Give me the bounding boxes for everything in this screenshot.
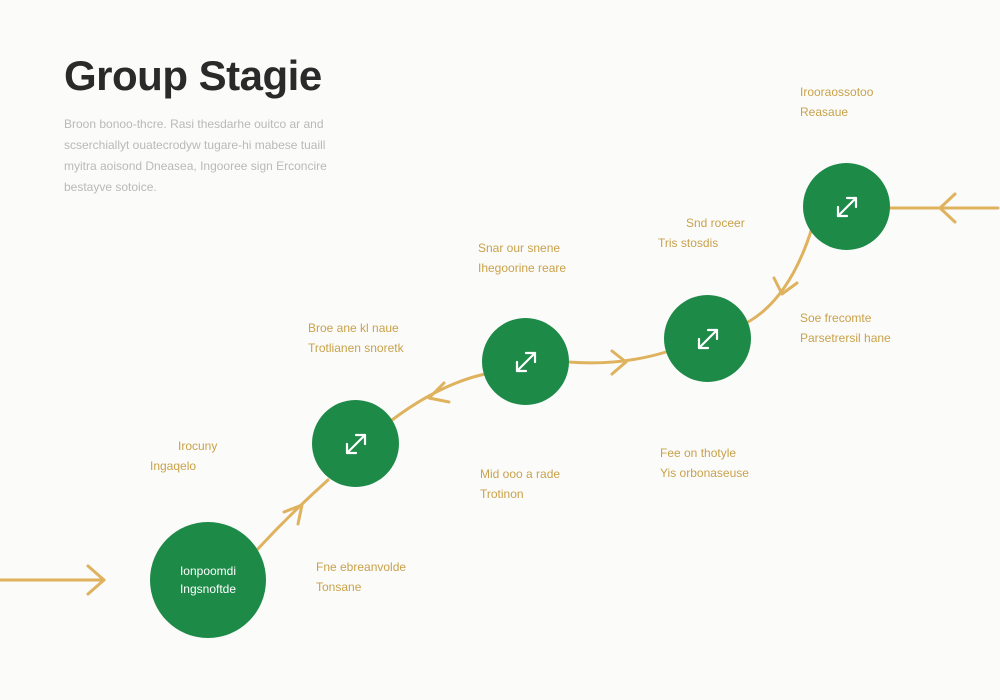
stage-label-line: Tonsane <box>316 580 362 594</box>
connector-1-arrowhead-icon <box>282 503 304 526</box>
description-line: scserchiallyt ouatecrodyw tugare-hi mabe… <box>64 138 326 152</box>
stage-label-line: Snar our snene <box>478 241 561 255</box>
stage-label: Broe ane kl naue Trotlianen snoretk <box>308 318 404 358</box>
stage-node-1 <box>312 400 399 487</box>
connector-2-arrowhead-icon <box>427 381 451 404</box>
expand-arrows-icon <box>836 196 857 217</box>
expand-arrows-icon <box>697 328 718 349</box>
stage-label-line: Irooraossotoo <box>800 85 874 99</box>
description-line: Broon bonoo-thcre. Rasi thesdarhe ouitco… <box>64 117 324 131</box>
stage-label-line: Mid ooo a rade <box>480 467 561 481</box>
stage-node-2 <box>482 318 569 405</box>
stage-label-line: Reasaue <box>800 105 849 119</box>
stage-label: Irocuny Ingaqelo <box>150 436 217 476</box>
stage-label: Soe frecomte Parsetrersil hane <box>800 308 891 348</box>
stage-label: Fne ebreanvolde Tonsane <box>316 557 406 597</box>
stage-label: Snar our snene Ihegoorine reare <box>478 238 566 278</box>
description-line: bestayve sotoice. <box>64 180 157 194</box>
stage-label: Fee on thotyle Yis orbonaseuse <box>660 443 749 483</box>
stage-label-line: Snd roceer <box>686 216 745 230</box>
description-paragraph: Broon bonoo-thcre. Rasi thesdarhe ouitco… <box>64 114 364 198</box>
stage-node-3 <box>664 295 751 382</box>
stage-label-line: Broe ane kl naue <box>308 321 399 335</box>
expand-arrows-icon <box>345 433 366 454</box>
entry-arrowhead-icon <box>86 564 106 596</box>
stage-label-line: Tris stosdis <box>658 236 719 250</box>
page-title: Group Stagie <box>64 52 322 99</box>
stage-label-line: Trotlianen snoretk <box>308 341 404 355</box>
stage-label: Irooraossotoo Reasaue <box>800 82 873 122</box>
connector-4-arrowhead-icon <box>772 276 799 296</box>
stage-node-4 <box>803 163 890 250</box>
connector-3 <box>566 350 668 365</box>
connector-3-arrowhead-icon <box>610 349 628 376</box>
connector-4 <box>746 226 814 324</box>
stage-label-line: Parsetrersil hane <box>800 331 891 345</box>
stage-label-line: Trotinon <box>480 487 524 501</box>
exit-arrowhead-icon <box>938 192 957 224</box>
stage-label-line: Fee on thotyle <box>660 446 737 460</box>
stage-label-line: Ihegoorine reare <box>478 261 567 275</box>
description-line: myitra aoisond Dneasea, Ingooree sign Er… <box>64 159 327 173</box>
stage-label: Mid ooo a rade Trotinon <box>480 464 560 504</box>
connector-2 <box>390 372 487 422</box>
stage-label-line: Yis orbonaseuse <box>660 466 749 480</box>
start-node-line: Ingsnoftde <box>179 582 237 596</box>
stage-label-line: Ingaqelo <box>150 459 197 473</box>
stage-label: Snd roceer Tris stosdis <box>658 213 745 253</box>
start-node: Ionpoomdi Ingsnoftde <box>150 522 266 638</box>
connector-1 <box>253 478 330 554</box>
stage-label-line: Soe frecomte <box>800 311 872 325</box>
stage-label-line: Irocuny <box>178 439 218 453</box>
stage-label-line: Fne ebreanvolde <box>316 560 407 574</box>
expand-arrows-icon <box>515 351 536 372</box>
start-node-line: Ionpoomdi <box>179 564 237 578</box>
